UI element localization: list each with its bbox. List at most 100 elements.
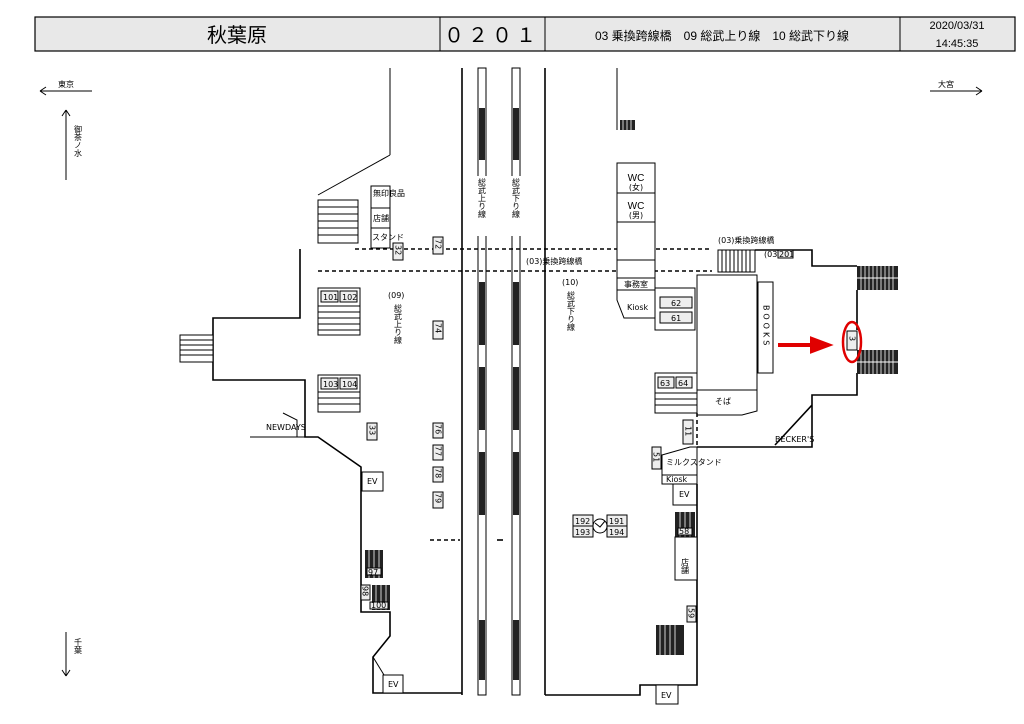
label-ev1: EV [367, 477, 378, 486]
label-n104: 104 [342, 380, 357, 389]
rails [477, 67, 521, 696]
rail-up-label: 総武上り線 [478, 177, 487, 218]
label-n61: 61 [671, 314, 681, 323]
books-shop [757, 281, 774, 374]
stairs-top-left [317, 199, 359, 244]
marker-59 [686, 605, 697, 623]
map-shape [392, 242, 404, 261]
map-shape [657, 376, 675, 389]
map-shape [620, 120, 635, 130]
milk-stand [661, 446, 698, 476]
direction-up: 御茶ノ水 [61, 109, 83, 180]
elevator-left-2: EV [382, 674, 404, 694]
label-n100: 100 [371, 601, 386, 610]
inner-block [696, 274, 758, 416]
arrow-left-icon [39, 86, 92, 96]
map-shape [474, 176, 490, 236]
map-shape [360, 584, 371, 601]
label-ev4: EV [661, 691, 672, 700]
map-shape [545, 484, 698, 696]
right-concourse-outline [697, 249, 858, 448]
label-n72: 72 [434, 239, 443, 249]
stairs-left-outer [179, 334, 214, 363]
map-shape [432, 236, 444, 255]
soba-shop: そば [715, 397, 731, 406]
map-shape [432, 422, 444, 439]
direction-left: 東京 [39, 79, 92, 96]
wc-women: WC [628, 173, 645, 184]
label-n192: 192 [575, 517, 590, 526]
stairs-right-lower [857, 350, 898, 374]
stairs-98-100: 98 100 [360, 584, 390, 610]
rail-hatch-segment [513, 452, 519, 515]
label-ev2: EV [388, 680, 399, 689]
stairs-bottom-right [656, 625, 684, 655]
map-shape [721, 250, 751, 272]
map-shape [180, 339, 213, 356]
label-n3: 3 [848, 336, 857, 341]
label-n98: 98 [361, 586, 370, 596]
stairs-top-right-small [620, 120, 635, 130]
map-shape [320, 377, 339, 390]
highlight-circle [841, 320, 863, 364]
label-n78: 78 [434, 468, 443, 478]
label-n97: 97 [368, 568, 378, 577]
stairs-58: 58 [675, 512, 695, 537]
marker-3 [846, 330, 858, 351]
map-shape [659, 625, 676, 655]
label-number: 201 [779, 250, 794, 259]
header-bar: 秋葉原 ０２０１ 03 乗換跨線橋 09 総武上り線 10 総武下り線 2020… [34, 16, 1016, 52]
platform-09-number: (09) [388, 291, 404, 300]
rail-hatch-segment [479, 452, 485, 515]
label-n76: 76 [434, 424, 443, 434]
stairs-97: 97 [365, 550, 383, 578]
map-shape [372, 656, 385, 676]
rail-hatch-segment [513, 367, 519, 430]
direction-up-label: 御茶ノ水 [74, 124, 83, 157]
label-n77: 77 [434, 446, 443, 456]
direction-down: 千葉 [61, 632, 83, 677]
map-shape [318, 206, 358, 236]
platform-10-label: 総武下り線 [567, 290, 576, 331]
left-concourse-outline [212, 249, 462, 694]
label-milk: ミルクスタンド [666, 458, 722, 467]
direction-right-label: 大宮 [938, 79, 954, 89]
map-shape [179, 334, 214, 363]
label-n59: 59 [687, 608, 696, 618]
marker-51 [651, 446, 662, 470]
station-code: ０２０１ [444, 25, 540, 47]
arrow-right-icon [930, 86, 983, 96]
direction-right: 大宮 [930, 79, 983, 96]
label-kiosk2: Kiosk [666, 475, 688, 484]
clock-markers: 192 191 193 194 [572, 514, 628, 538]
rail-hatch-segment [513, 282, 519, 345]
direction-down-label: 千葉 [74, 637, 83, 655]
stand-label: スタンド [372, 233, 404, 242]
office: 事務室 [624, 279, 648, 289]
bridge-stairs [717, 249, 756, 273]
map-shape [366, 422, 378, 441]
map-shape [675, 376, 693, 389]
map-shape [250, 412, 305, 438]
map-shape [370, 185, 391, 249]
arrow-up-icon [61, 109, 71, 180]
label-n33: 33 [368, 425, 377, 435]
kiosk-1 [616, 289, 656, 319]
map-shape [318, 391, 360, 405]
map-shape [606, 525, 628, 538]
label-n51: 51 [652, 452, 661, 462]
beckers-shop: BECKER'S [775, 435, 814, 444]
map-shape [318, 305, 360, 331]
label-n32: 32 [394, 245, 403, 255]
bridge-label-right: (03)乗換跨線橋 [718, 235, 774, 245]
map-shape [369, 601, 389, 610]
map-shape [659, 296, 693, 309]
date: 2020/03/31 [929, 20, 984, 32]
map-shape [622, 120, 632, 130]
label-books: BOOKS [762, 305, 771, 348]
map-shape [717, 249, 756, 273]
map-shape [34, 16, 1016, 52]
map-shape [572, 525, 594, 538]
